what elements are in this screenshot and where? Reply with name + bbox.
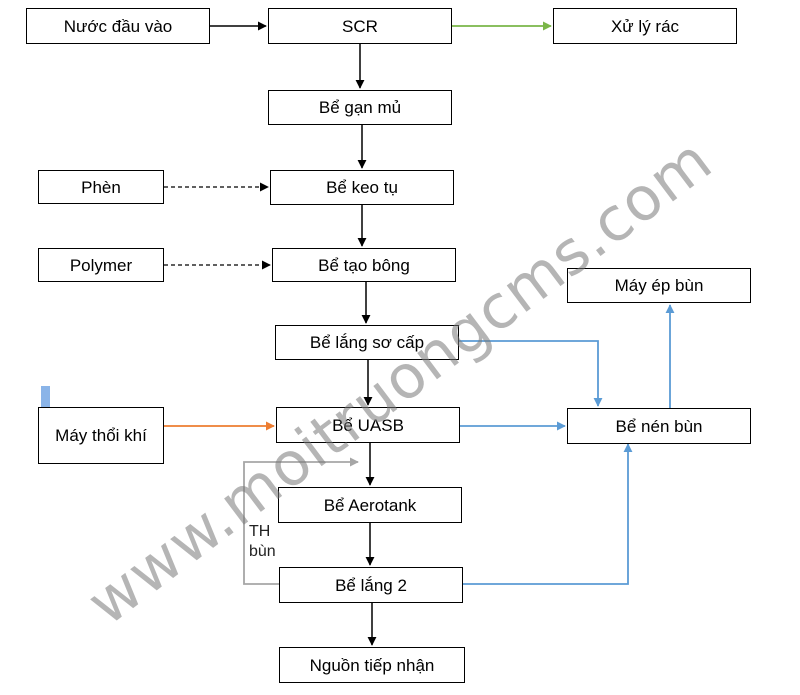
node-air-blower: Máy thổi khí (38, 407, 164, 464)
edge-clar2-to-thickener (462, 443, 633, 585)
sludge-return-label: TH bùn (249, 523, 276, 560)
node-alum: Phèn (38, 170, 164, 204)
node-primary-clarifier: Bể lắng sơ cấp (275, 325, 459, 360)
node-sludge-thickener: Bể nén bùn (567, 408, 751, 444)
node-uasb-tank: Bể UASB (276, 407, 460, 443)
node-receiving-water: Nguồn tiếp nhận (279, 647, 465, 683)
node-grease-tank: Bể gạn mủ (268, 90, 452, 125)
node-secondary-clarifier: Bể lắng 2 (279, 567, 463, 603)
node-aerotank: Bể Aerotank (278, 487, 462, 523)
node-polymer: Polymer (38, 248, 164, 282)
node-waste-treatment: Xử lý rác (553, 8, 737, 44)
node-sludge-press: Máy ép bùn (567, 268, 751, 303)
edge-sludge-return (243, 457, 359, 585)
node-flocculation-tank: Bể tạo bông (272, 248, 456, 282)
node-input-water: Nước đầu vào (26, 8, 210, 44)
edge-primary-to-thickener (459, 340, 603, 407)
blue-marker (41, 386, 50, 407)
node-scr: SCR (268, 8, 452, 44)
node-coagulation-tank: Bể keo tụ (270, 170, 454, 205)
